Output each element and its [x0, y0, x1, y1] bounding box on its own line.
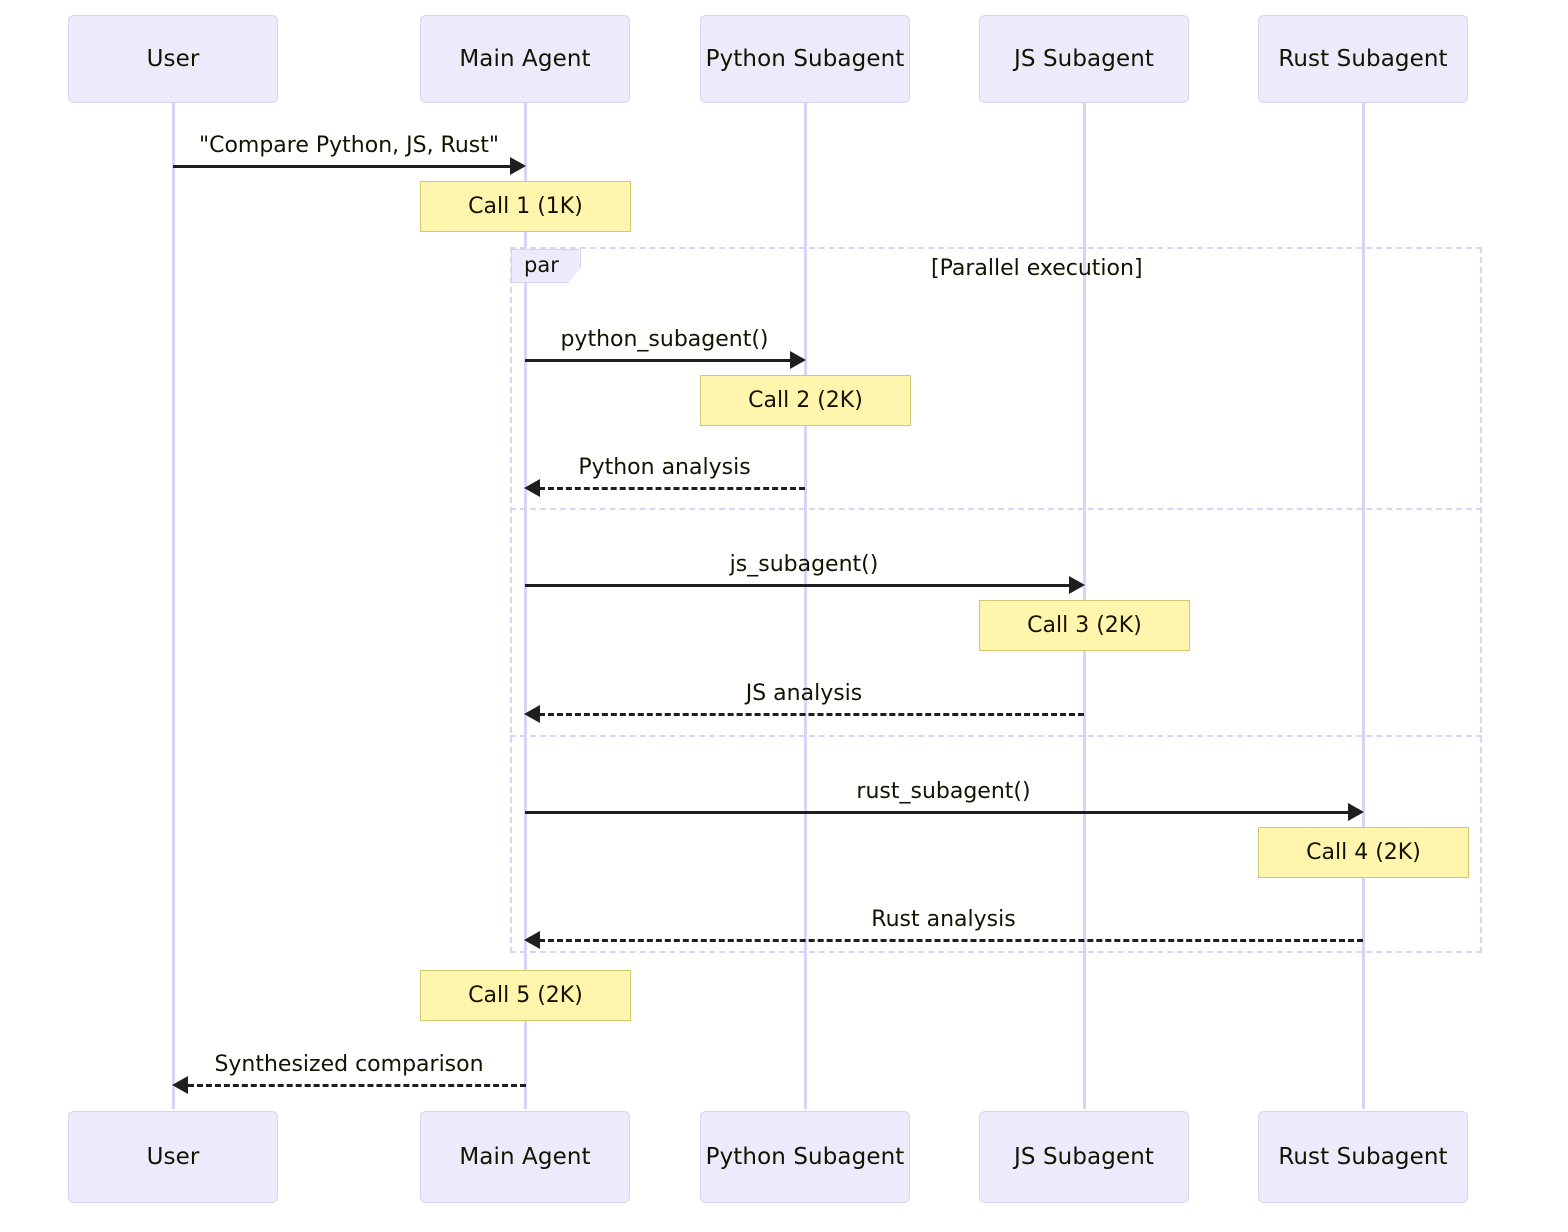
message-label-m2: python_subagent()	[560, 327, 769, 352]
lifeline-main	[524, 103, 527, 1109]
message-line-m4	[525, 584, 1070, 587]
participant-rust-top[interactable]: Rust Subagent	[1258, 15, 1468, 103]
participant-label: Main Agent	[459, 46, 591, 72]
message-arrowhead-m3	[524, 479, 540, 497]
participant-label: Rust Subagent	[1278, 1144, 1448, 1170]
par-operator-tag: par	[511, 249, 581, 283]
participant-js-top[interactable]: JS Subagent	[979, 15, 1189, 103]
participant-rust-bottom[interactable]: Rust Subagent	[1258, 1111, 1468, 1203]
participant-label: Python Subagent	[705, 46, 905, 72]
message-line-m1	[173, 165, 511, 168]
message-arrowhead-m2	[790, 351, 806, 369]
note-label: Call 3 (2K)	[1027, 613, 1142, 638]
note-call-4: Call 4 (2K)	[1258, 827, 1469, 878]
note-call-3: Call 3 (2K)	[979, 600, 1190, 651]
participant-label: JS Subagent	[1013, 1144, 1154, 1170]
participant-label: Rust Subagent	[1278, 46, 1448, 72]
par-divider-1	[510, 508, 1482, 510]
message-arrowhead-m1	[510, 157, 526, 175]
participant-label: Python Subagent	[705, 1144, 905, 1170]
participant-label: User	[146, 1144, 200, 1170]
par-condition-label: [Parallel execution]	[931, 256, 1143, 281]
message-arrowhead-m5	[524, 705, 540, 723]
participant-main-top[interactable]: Main Agent	[420, 15, 630, 103]
message-line-m2	[525, 359, 791, 362]
message-label-m3: Python analysis	[578, 455, 751, 480]
lifeline-rust	[1362, 103, 1365, 1109]
message-line-m3	[539, 487, 805, 490]
message-label-m4: js_subagent()	[729, 552, 879, 577]
message-label-m7: Rust analysis	[871, 907, 1016, 932]
note-call-1: Call 1 (1K)	[420, 181, 631, 232]
participant-label: Main Agent	[459, 1144, 591, 1170]
participant-main-bottom[interactable]: Main Agent	[420, 1111, 630, 1203]
lifeline-python	[804, 103, 807, 1109]
message-label-m8: Synthesized comparison	[214, 1052, 484, 1077]
message-arrowhead-m8	[172, 1076, 188, 1094]
participant-python-bottom[interactable]: Python Subagent	[700, 1111, 910, 1203]
message-label-m1: "Compare Python, JS, Rust"	[198, 133, 500, 158]
message-label-m5: JS analysis	[745, 681, 863, 706]
par-fragment-box	[510, 247, 1482, 953]
participant-label: User	[146, 46, 200, 72]
note-label: Call 4 (2K)	[1306, 840, 1421, 865]
message-arrowhead-m4	[1069, 576, 1085, 594]
participant-label: JS Subagent	[1013, 46, 1154, 72]
message-arrowhead-m7	[524, 931, 540, 949]
lifeline-user	[172, 103, 175, 1109]
note-label: Call 5 (2K)	[468, 983, 583, 1008]
message-line-m5	[539, 713, 1084, 716]
note-call-5: Call 5 (2K)	[420, 970, 631, 1021]
participant-python-top[interactable]: Python Subagent	[700, 15, 910, 103]
participant-user-top[interactable]: User	[68, 15, 278, 103]
message-line-m7	[539, 939, 1363, 942]
message-arrowhead-m6	[1348, 803, 1364, 821]
message-line-m8	[188, 1084, 526, 1087]
message-line-m6	[525, 811, 1349, 814]
participant-js-bottom[interactable]: JS Subagent	[979, 1111, 1189, 1203]
participant-user-bottom[interactable]: User	[68, 1111, 278, 1203]
note-label: Call 1 (1K)	[468, 194, 583, 219]
par-divider-2	[510, 735, 1482, 737]
note-call-2: Call 2 (2K)	[700, 375, 911, 426]
message-label-m6: rust_subagent()	[856, 779, 1031, 804]
note-label: Call 2 (2K)	[748, 388, 863, 413]
